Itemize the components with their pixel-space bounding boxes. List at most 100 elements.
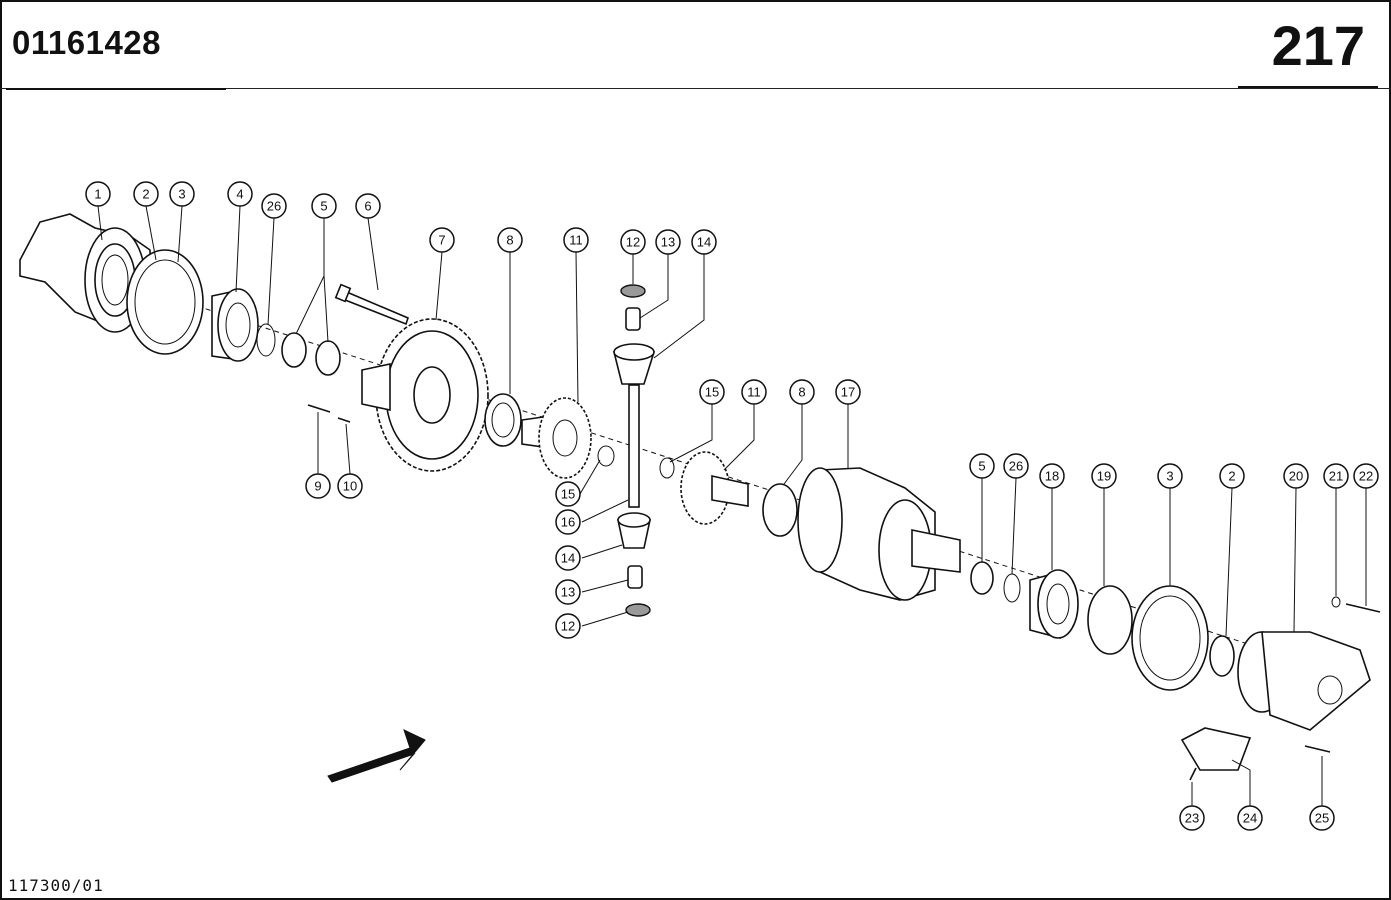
callout-25: 25	[1309, 805, 1335, 831]
part-shield	[1180, 727, 1252, 771]
svg-text:19: 19	[1097, 469, 1111, 484]
svg-text:25: 25	[1315, 811, 1329, 826]
svg-text:15: 15	[705, 385, 719, 400]
callout-20: 20	[1283, 463, 1309, 489]
callout-13: 13	[655, 229, 681, 255]
svg-text:11: 11	[747, 385, 761, 400]
callout-16: 16	[555, 509, 581, 535]
page-number-underline	[1238, 86, 1378, 88]
svg-text:8: 8	[506, 233, 513, 248]
callout-8: 8	[497, 227, 523, 253]
part-seal-right	[1209, 635, 1235, 677]
callout-14: 14	[691, 229, 717, 255]
svg-text:1: 1	[94, 187, 101, 202]
part-bearing	[211, 288, 259, 362]
callout-2-right: 2	[1219, 463, 1245, 489]
callout-7: 7	[429, 227, 455, 253]
part-thrust-washer-right	[762, 483, 798, 537]
part-number: 01161428	[12, 24, 162, 61]
svg-text:16: 16	[561, 515, 575, 530]
header-divider	[0, 88, 1391, 89]
part-thrust-washer	[484, 393, 522, 447]
callout-15-right: 15	[699, 379, 725, 405]
svg-text:22: 22	[1359, 469, 1373, 484]
svg-text:14: 14	[561, 551, 575, 566]
part-number-underline	[6, 88, 226, 90]
svg-text:6: 6	[364, 199, 371, 214]
callout-3: 3	[169, 181, 195, 207]
part-small-ring-right	[659, 457, 675, 479]
callout-17: 17	[835, 379, 861, 405]
svg-text:26: 26	[1009, 459, 1023, 474]
callout-8-right: 8	[789, 379, 815, 405]
svg-text:2: 2	[142, 187, 149, 202]
callout-14-lower: 14	[555, 545, 581, 571]
page-number: 217	[1271, 14, 1365, 77]
callout-15-left: 15	[555, 481, 581, 507]
part-bearing-right	[1029, 569, 1079, 640]
direction-arrow-icon	[327, 729, 426, 783]
svg-text:8: 8	[798, 385, 805, 400]
part-screw-lower	[1304, 745, 1331, 753]
callout-9: 9	[305, 473, 331, 499]
svg-text:14: 14	[697, 235, 711, 250]
svg-text:4: 4	[236, 187, 243, 202]
callout-18: 18	[1039, 463, 1065, 489]
part-pinion-stack	[612, 284, 656, 617]
part-bushing-right	[970, 561, 994, 595]
svg-text:3: 3	[178, 187, 185, 202]
callout-22: 22	[1353, 463, 1379, 489]
callout-3-right: 3	[1157, 463, 1183, 489]
callout-11-right: 11	[741, 379, 767, 405]
svg-text:3: 3	[1166, 469, 1173, 484]
part-bolt	[334, 283, 409, 326]
part-side-gear	[521, 397, 592, 479]
callout-24: 24	[1237, 805, 1263, 831]
svg-text:23: 23	[1185, 811, 1199, 826]
svg-text:13: 13	[561, 585, 575, 600]
drawing-reference: 117300/01	[8, 876, 104, 895]
callout-5-right: 5	[969, 453, 995, 479]
part-ring-gear	[361, 318, 489, 472]
callout-21: 21	[1323, 463, 1349, 489]
part-washer	[1331, 596, 1341, 608]
callout-26: 26	[261, 193, 287, 219]
part-flange-housing-right	[1237, 631, 1371, 731]
svg-text:2: 2	[1228, 469, 1235, 484]
part-o-ring	[1087, 585, 1133, 655]
svg-text:17: 17	[841, 385, 855, 400]
svg-text:12: 12	[561, 619, 575, 634]
svg-text:5: 5	[978, 459, 985, 474]
callout-12: 12	[620, 229, 646, 255]
svg-text:20: 20	[1289, 469, 1303, 484]
part-screw	[1345, 603, 1381, 613]
part-small-ring	[597, 445, 615, 467]
svg-text:7: 7	[438, 233, 445, 248]
callout-23: 23	[1179, 805, 1205, 831]
callout-10: 10	[337, 473, 363, 499]
callout-13-lower: 13	[555, 579, 581, 605]
svg-text:18: 18	[1045, 469, 1059, 484]
part-pins	[307, 404, 351, 423]
svg-text:9: 9	[314, 479, 321, 494]
part-screw-shield	[1189, 767, 1197, 781]
callout-1: 1	[85, 181, 111, 207]
callout-5: 5	[311, 193, 337, 219]
svg-text:11: 11	[569, 233, 583, 248]
callout-2: 2	[133, 181, 159, 207]
part-circlip	[256, 323, 276, 357]
svg-text:13: 13	[661, 235, 675, 250]
callout-26-right: 26	[1003, 453, 1029, 479]
leader-lines	[97, 205, 1367, 806]
callout-4: 4	[227, 181, 253, 207]
callout-19: 19	[1091, 463, 1117, 489]
svg-text:10: 10	[343, 479, 357, 494]
part-bushings	[281, 332, 341, 376]
callout-6: 6	[355, 193, 381, 219]
part-circlip-right	[1003, 573, 1021, 603]
svg-text:12: 12	[626, 235, 640, 250]
svg-text:24: 24	[1243, 811, 1257, 826]
svg-text:15: 15	[561, 487, 575, 502]
